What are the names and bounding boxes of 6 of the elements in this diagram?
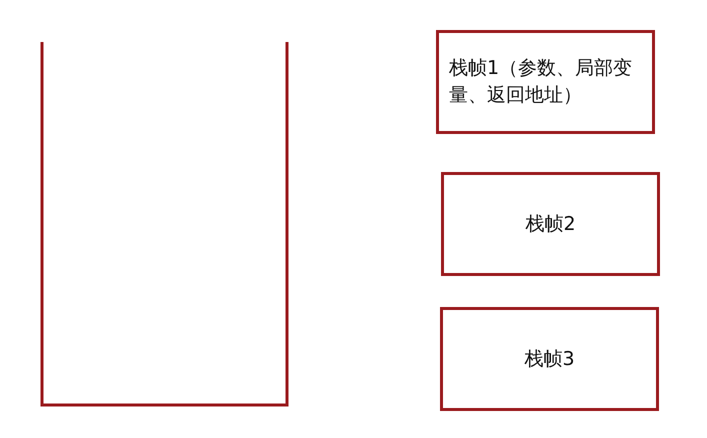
frame-label: 栈帧2	[525, 212, 576, 237]
stack-frame-box	[440, 307, 659, 411]
frame-label: 栈帧3	[524, 346, 575, 372]
frame-label: 栈帧1（参数、局部变量、返回地址）	[449, 56, 634, 108]
stack-frame-box	[441, 172, 660, 276]
stack-frame-box	[436, 30, 655, 134]
